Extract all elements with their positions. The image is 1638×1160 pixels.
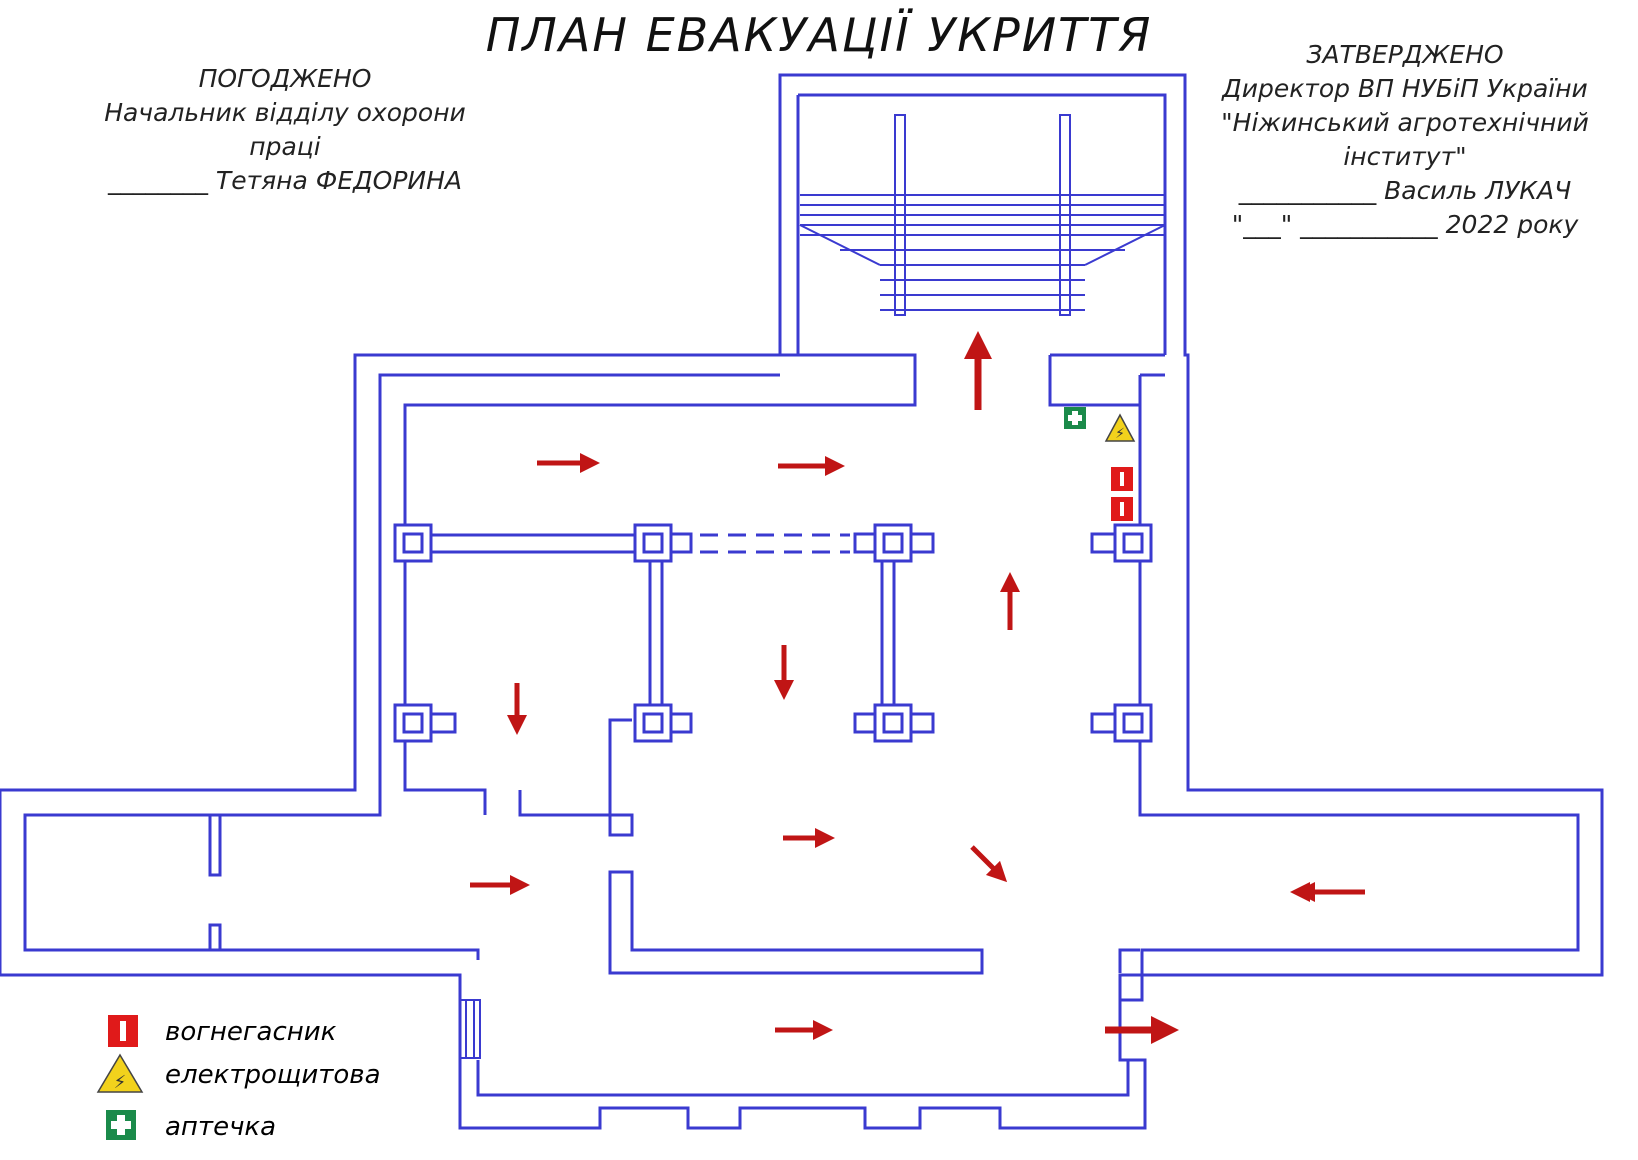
- walls-interior: [208, 510, 1142, 975]
- column-2: [633, 523, 693, 563]
- column-3: [853, 523, 935, 563]
- evacuation-arrows: [470, 331, 1365, 1044]
- svg-text:⚡: ⚡: [1115, 426, 1125, 442]
- approval-right-signature: ___________ Василь ЛУКАЧ: [1238, 176, 1572, 205]
- fire-extinguisher-icon: [1111, 497, 1133, 521]
- column-7: [853, 703, 935, 743]
- approval-right: ЗАТВЕРДЖЕНО Директор ВП НУБіП України "Н…: [1170, 38, 1638, 242]
- approval-right-institution: "Ніжинський агротехнічний інститут": [1221, 108, 1589, 171]
- approval-right-date: "___" ___________ 2022 року: [1231, 210, 1579, 239]
- legend-item-electrical: ⚡ електрощитова: [96, 1053, 381, 1093]
- column-8: [1090, 703, 1153, 743]
- walls-outer: [0, 73, 1604, 1130]
- arrow: [970, 845, 1008, 883]
- legend-item-first-aid: аптечка: [106, 1110, 276, 1142]
- legend-label-first-aid: аптечка: [165, 1112, 276, 1142]
- legend-label-extinguisher: вогнегасник: [165, 1017, 337, 1047]
- page-title: ПЛАН ЕВАКУАЦІЇ УКРИТТЯ: [485, 8, 1153, 62]
- legend: вогнегасник ⚡ електрощитова аптечка: [96, 1015, 381, 1142]
- column-4: [1090, 523, 1153, 563]
- staircase: [799, 114, 1166, 316]
- column-6: [633, 703, 693, 743]
- column-5: [393, 703, 457, 743]
- first-aid-icon: [1064, 407, 1086, 429]
- columns: [393, 523, 1153, 743]
- column-1: [393, 523, 433, 563]
- exit-door-hatch: [459, 999, 481, 1059]
- approval-left-signature: ________ Тетяна ФЕДОРИНА: [107, 166, 463, 195]
- svg-text:⚡: ⚡: [114, 1072, 127, 1093]
- approval-left-position: Начальник відділу охорони праці: [104, 98, 466, 161]
- electrical-panel-icon: ⚡: [1104, 413, 1136, 442]
- fire-extinguisher-icon: [1111, 467, 1133, 491]
- legend-label-electrical: електрощитова: [165, 1060, 381, 1090]
- approval-left-heading: ПОГОДЖЕНО: [198, 64, 372, 93]
- approval-right-heading: ЗАТВЕРДЖЕНО: [1306, 40, 1504, 69]
- approval-right-position: Директор ВП НУБіП України: [1222, 74, 1588, 103]
- legend-item-extinguisher: вогнегасник: [108, 1015, 337, 1047]
- walls-stair: [403, 353, 1165, 815]
- approval-left: ПОГОДЖЕНО Начальник відділу охорони прац…: [70, 62, 500, 198]
